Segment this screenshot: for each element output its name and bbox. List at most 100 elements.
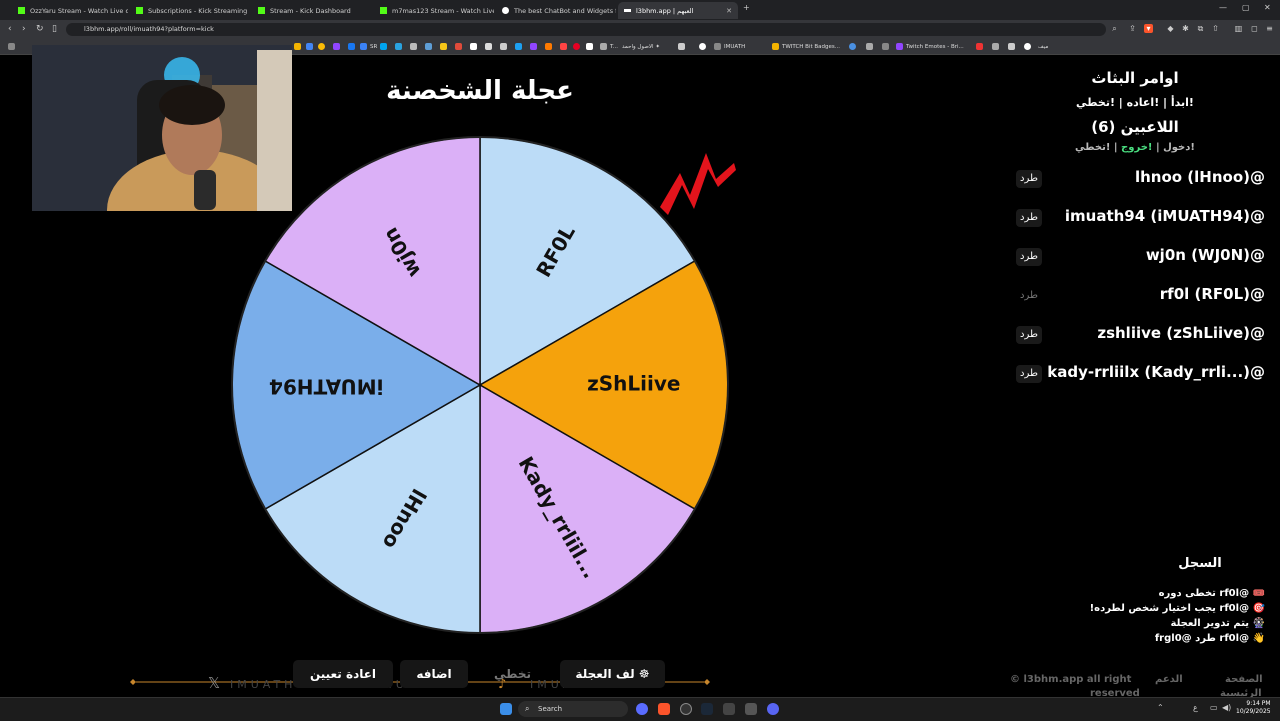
kick-button[interactable]: طرد	[1016, 248, 1042, 266]
bookmark-icon[interactable]	[348, 43, 355, 50]
bookmark-icon[interactable]	[882, 43, 889, 50]
browser-tab-active[interactable]: l3bhm.app | العبهم✕	[618, 2, 738, 19]
log-title: السجل	[1178, 556, 1222, 571]
kick-button[interactable]: طرد	[1016, 209, 1042, 227]
bookmark-icon[interactable]	[976, 43, 983, 50]
taskbar-app-icon[interactable]	[745, 703, 757, 715]
bookmark-icon[interactable]	[425, 43, 432, 50]
puzzle-icon[interactable]: ⧉	[1197, 24, 1204, 33]
taskbar-search[interactable]: ⌕ Search	[518, 701, 628, 717]
bookmark-twitch-emotes[interactable]: Twitch Emotes - Bri...	[896, 42, 964, 51]
sidebar-icon[interactable]: ▥	[1234, 24, 1243, 33]
extensions-icon[interactable]: ✱	[1182, 24, 1189, 33]
bookmark-icon[interactable]	[586, 43, 593, 50]
url-field[interactable]: l3bhm.app/roll/imuath94?platform=kick	[66, 23, 1106, 36]
kick-button[interactable]: طرد	[1016, 326, 1042, 344]
bookmark-icon[interactable]	[318, 43, 325, 50]
brave-shield-icon[interactable]: ▾	[1144, 24, 1153, 33]
browser-tab[interactable]: The best ChatBot and Widgets for K	[496, 2, 616, 19]
discord-icon[interactable]	[767, 703, 779, 715]
taskbar-app-icon[interactable]	[723, 703, 735, 715]
system-clock[interactable]: 9:14 PM 10/29/2025	[1236, 700, 1271, 715]
minimize-icon[interactable]: —	[1219, 3, 1227, 12]
taskbar-app-icon[interactable]	[636, 703, 648, 715]
windows-start-icon[interactable]	[500, 703, 512, 715]
bookmark-icon[interactable]	[545, 43, 552, 50]
bookmark-icon[interactable]	[440, 43, 447, 50]
player-name: lhnoo (lHnoo)@	[1134, 168, 1265, 186]
volume-icon[interactable]: ◀)	[1222, 703, 1232, 712]
browser-tab[interactable]: Stream - Kick Dashboard	[252, 2, 372, 19]
bookmark-icon[interactable]	[485, 43, 492, 50]
bookmark-icon[interactable]	[530, 43, 537, 50]
bookmark-icon[interactable]	[1008, 43, 1015, 50]
profile-icon[interactable]: ◻	[1251, 24, 1258, 33]
bookmark-icon[interactable]	[455, 43, 462, 50]
footer-home-link[interactable]: الصفحة	[1225, 674, 1263, 685]
bookmark-icon	[896, 43, 903, 50]
add-button[interactable]: اضافه	[400, 660, 468, 688]
reload-icon[interactable]: ↻	[36, 24, 44, 34]
menu-icon[interactable]: ≡	[1266, 24, 1273, 33]
language-icon[interactable]: ع	[1193, 703, 1198, 712]
copyright-reserved: reserved	[1090, 688, 1140, 699]
kick-button[interactable]: طرد	[1016, 365, 1042, 383]
player-commands: !دخول | !خروج | !تخطي	[1075, 142, 1195, 153]
bookmark-icon[interactable]	[515, 43, 522, 50]
share-page-icon[interactable]: ⇧	[1212, 24, 1219, 33]
bookmark-icon[interactable]	[380, 43, 387, 50]
share-icon[interactable]: ⇪	[1129, 24, 1136, 33]
bookmark-twitch-badges[interactable]: TWITCH Bit Badges...	[772, 42, 840, 51]
spin-wheel-button[interactable]: ☸ لف العجلة	[560, 660, 665, 688]
bookmark-icon[interactable]	[560, 43, 567, 50]
back-icon[interactable]: ‹	[8, 24, 12, 34]
new-tab-icon[interactable]: +	[743, 3, 750, 12]
reset-button[interactable]: اعادة تعيين	[293, 660, 393, 688]
browser-tab[interactable]: m7mas123 Stream - Watch Live on K	[374, 2, 494, 19]
forward-icon[interactable]: ›	[22, 24, 26, 34]
bookmark-icon[interactable]	[1024, 43, 1031, 50]
bookmark-icon[interactable]	[395, 43, 402, 50]
bookmark-icon[interactable]: ▯	[52, 24, 57, 34]
commands-list: !ابدأ | !اعاده | !تخطي	[1076, 96, 1194, 109]
bookmark-icon[interactable]	[500, 43, 507, 50]
bookmark-sr[interactable]: SR	[360, 42, 377, 51]
close-window-icon[interactable]: ✕	[1264, 3, 1271, 12]
brave-icon[interactable]	[658, 703, 670, 715]
bookmark-icon[interactable]	[470, 43, 477, 50]
bookmark-icon[interactable]	[573, 43, 580, 50]
wheel-rim	[231, 136, 729, 634]
bookmark-imuath[interactable]: IMUATH	[714, 42, 745, 51]
bot-icon	[502, 7, 509, 14]
bookmark-icon[interactable]	[866, 43, 873, 50]
spin-wheel[interactable]: RF0LzShLiiveKady_rrliil...lHnooiMUATH94w…	[220, 120, 740, 640]
obs-icon[interactable]	[680, 703, 692, 715]
tray-chevron-icon[interactable]: ⌃	[1157, 703, 1164, 712]
player-row: imuath94 (iMUATH94)@ طرد	[1000, 207, 1270, 231]
bookmark-icon[interactable]	[333, 43, 340, 50]
browser-tab[interactable]: Subscriptions - Kick Streaming	[130, 2, 250, 19]
bookmark-icon[interactable]	[699, 43, 706, 50]
browser-tab[interactable]: OzzYaru Stream - Watch Live on Kick	[12, 2, 128, 19]
bookmark-icon[interactable]	[410, 43, 417, 50]
footer-support-link[interactable]: الدعم	[1155, 674, 1183, 685]
footer-home-link-2[interactable]: الرئيسية	[1220, 688, 1262, 699]
network-icon[interactable]: ▭	[1210, 703, 1218, 712]
steam-icon[interactable]	[701, 703, 713, 715]
skip-button[interactable]: تخطي	[494, 667, 531, 681]
bookmark-arabic[interactable]: الاصول واحمد ✦	[622, 43, 660, 50]
wallet-icon[interactable]: ◆	[1167, 24, 1174, 33]
bookmark-icon[interactable]	[849, 43, 856, 50]
maximize-icon[interactable]: ▢	[1242, 3, 1250, 12]
browser-tab-bar: OzzYaru Stream - Watch Live on Kick Subs…	[0, 0, 1280, 20]
kick-button[interactable]: طرد	[1016, 170, 1042, 188]
bookmark-icon[interactable]	[678, 43, 685, 50]
bookmark-icon[interactable]	[294, 43, 301, 50]
zoom-icon[interactable]: ⌕	[1112, 24, 1117, 33]
bookmark-mif[interactable]: ميف	[1038, 43, 1049, 50]
bookmark-icon[interactable]	[306, 43, 313, 50]
apps-icon[interactable]	[8, 43, 15, 50]
bookmark-icon[interactable]	[992, 43, 999, 50]
close-tab-icon[interactable]: ✕	[726, 6, 732, 15]
bookmark-t[interactable]: T...	[600, 42, 618, 51]
